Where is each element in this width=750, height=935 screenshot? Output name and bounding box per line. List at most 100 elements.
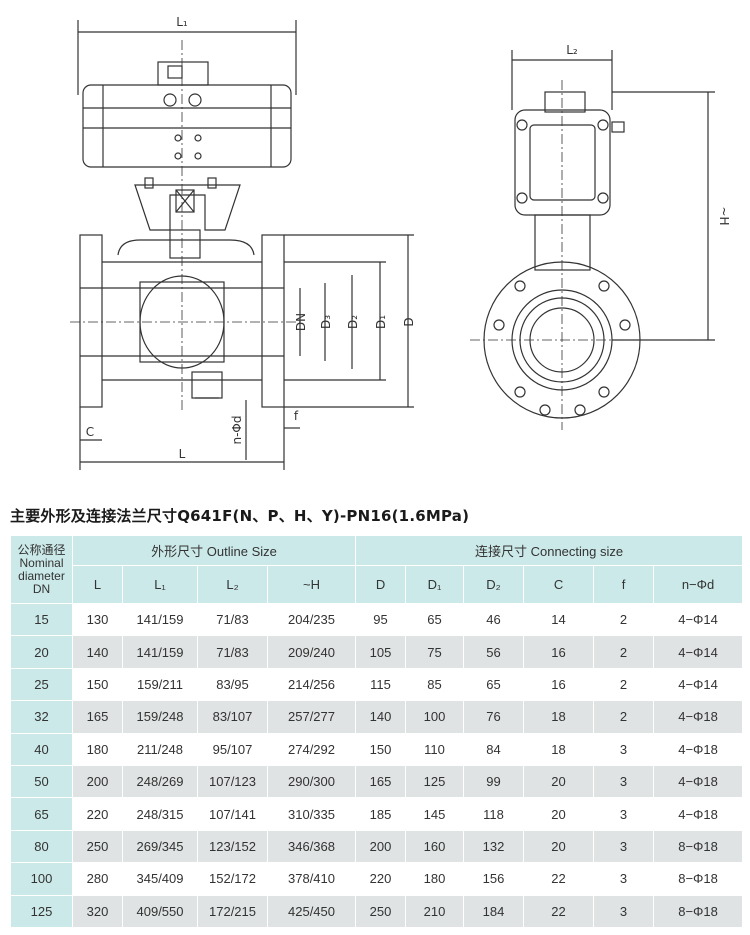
dn-cell: 20 (10, 635, 73, 669)
dn-header: 公称通径 Nominal diameter DN (10, 535, 73, 604)
table-cell: 3 (593, 862, 655, 896)
table-cell: 46 (463, 602, 525, 637)
label-nd: n-Φd (230, 416, 244, 445)
table-cell: 3 (593, 829, 655, 864)
table-cell: 257/277 (266, 700, 357, 734)
table-cell: 345/409 (122, 862, 198, 896)
dn-cell: 40 (10, 732, 73, 766)
table-cell: 14 (523, 602, 595, 637)
table-cell: 4−Φ18 (653, 732, 744, 766)
table-cell: 115 (355, 667, 407, 702)
dn-cell: 125 (10, 894, 73, 928)
table-cell: 409/550 (122, 894, 198, 928)
col-L: L (72, 565, 123, 604)
label-DN: DN (294, 313, 308, 331)
table-cell: 8−Φ18 (653, 894, 744, 928)
table-cell: 200 (72, 764, 123, 799)
col-D2: D₂ (463, 565, 525, 604)
table-cell: 75 (405, 635, 465, 669)
table-cell: 214/256 (266, 667, 357, 702)
valve-technical-drawing: L₁ L C DN D₃ D₂ D₁ D n-Φd f L₂ ~H (70, 15, 731, 470)
table-cell: 132 (463, 829, 525, 864)
table-cell: 56 (463, 635, 525, 669)
table-cell: 250 (355, 894, 407, 928)
col-C: C (523, 565, 595, 604)
col-D1: D₁ (405, 565, 465, 604)
table-cell: 130 (72, 602, 123, 637)
table-cell: 310/335 (266, 797, 357, 831)
label-L1: L₁ (176, 15, 188, 29)
table-cell: 152/172 (197, 862, 268, 896)
actuator-side (514, 109, 611, 216)
table-cell: 2 (593, 602, 655, 637)
column-header-row: L L₁ L₂ ~H D D₁ D₂ C f n−Φd (11, 565, 744, 604)
table-cell: 180 (405, 862, 465, 896)
table-cell: 160 (405, 829, 465, 864)
table-cell: 85 (405, 667, 465, 702)
spec-table: 公称通径 Nominal diameter DN 外形尺寸 Outline Si… (10, 535, 744, 928)
table-cell: 159/248 (122, 700, 198, 734)
spec-title: 主要外形及连接法兰尺寸Q641F(N、P、H、Y)-PN16(1.6MPa) (10, 507, 470, 525)
table-cell: 4−Φ14 (653, 602, 744, 637)
table-cell: 99 (463, 764, 525, 799)
table-cell: 140 (355, 700, 407, 734)
table-cell: 118 (463, 797, 525, 831)
connecting-size-header: 连接尺寸 Connecting size (355, 535, 744, 566)
table-cell: 20 (523, 797, 595, 831)
table-cell: 378/410 (266, 862, 357, 896)
label-f: f (294, 409, 299, 423)
dn-cell: 65 (10, 797, 73, 831)
table-cell: 2 (593, 667, 655, 702)
table-cell: 150 (355, 732, 407, 766)
table-cell: 100 (405, 700, 465, 734)
table-cell: 8−Φ18 (653, 862, 744, 896)
table-cell: 204/235 (266, 602, 357, 637)
table-cell: 71/83 (197, 602, 268, 637)
table-cell: 4−Φ18 (653, 764, 744, 799)
table-cell: 220 (355, 862, 407, 896)
col-D: D (355, 565, 407, 604)
actuator-body (82, 84, 292, 168)
table-cell: 150 (72, 667, 123, 702)
table-cell: 141/159 (122, 602, 198, 637)
table-cell: 172/215 (197, 894, 268, 928)
col-nd: n−Φd (653, 565, 744, 604)
table-cell: 2 (593, 700, 655, 734)
table-cell: 125 (405, 764, 465, 799)
col-H: ~H (266, 565, 357, 604)
table-cell: 110 (405, 732, 465, 766)
table-cell: 107/123 (197, 764, 268, 799)
table-cell: 76 (463, 700, 525, 734)
table-cell: 165 (355, 764, 407, 799)
table-cell: 71/83 (197, 635, 268, 669)
table-cell: 220 (72, 797, 123, 831)
table-cell: 4−Φ18 (653, 700, 744, 734)
table-cell: 4−Φ14 (653, 667, 744, 702)
col-L2: L₂ (197, 565, 268, 604)
table-cell: 290/300 (266, 764, 357, 799)
table-cell: 4−Φ14 (653, 635, 744, 669)
label-C: C (86, 425, 94, 439)
table-cell: 141/159 (122, 635, 198, 669)
label-L2: L₂ (566, 43, 578, 57)
table-cell: 83/95 (197, 667, 268, 702)
table-cell: 18 (523, 700, 595, 734)
table-cell: 3 (593, 797, 655, 831)
table-cell: 123/152 (197, 829, 268, 864)
table-cell: 250 (72, 829, 123, 864)
table-cell: 200 (355, 829, 407, 864)
table-cell: 105 (355, 635, 407, 669)
table-cell: 84 (463, 732, 525, 766)
table-cell: 3 (593, 764, 655, 799)
table-cell: 210 (405, 894, 465, 928)
label-D3: D₃ (319, 315, 333, 329)
col-L1: L₁ (122, 565, 198, 604)
table-cell: 248/315 (122, 797, 198, 831)
dn-cell: 32 (10, 700, 73, 734)
